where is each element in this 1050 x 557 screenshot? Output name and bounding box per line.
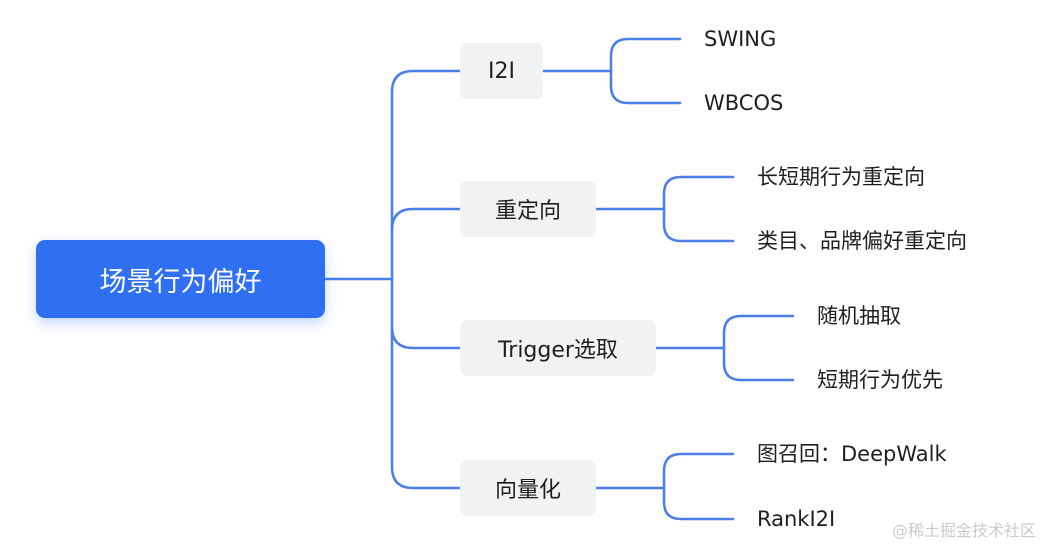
branch-label: I2I (488, 58, 515, 84)
connector-trigger-leaf-2 (722, 361, 795, 382)
connector-redirect-leaf-1 (662, 175, 735, 196)
branch-node-trigger[interactable]: Trigger选取 (460, 320, 656, 376)
leaf-node-swing[interactable]: SWING (704, 27, 777, 51)
leaf-node-long-short-redirect[interactable]: 长短期行为重定向 (757, 165, 925, 189)
leaf-node-category-brand-redirect[interactable]: 类目、品牌偏好重定向 (757, 229, 967, 253)
connector-vector-leaf-1 (662, 452, 735, 473)
branch-label: Trigger选取 (498, 338, 618, 363)
connector-i2i-leaf-2 (609, 84, 682, 105)
connector-i2i-leaf-1 (609, 37, 682, 58)
branch-label: 重定向 (494, 199, 561, 224)
leaf-node-short-term-priority[interactable]: 短期行为优先 (817, 368, 943, 392)
root-node[interactable]: 场景行为偏好 (36, 240, 325, 318)
root-label: 场景行为偏好 (99, 266, 262, 298)
connector-redirect-leaf-2 (662, 222, 735, 243)
connector-to-branch-redirect (390, 207, 462, 232)
leaf-node-random-sampling[interactable]: 随机抽取 (817, 304, 901, 328)
branch-node-redirect[interactable]: 重定向 (460, 181, 596, 237)
watermark-text: @稀土掘金技术社区 (891, 521, 1036, 540)
branch-node-i2i[interactable]: I2I (460, 43, 543, 99)
connector-vector-leaf-2 (662, 500, 735, 521)
connector-to-branch-trigger (390, 325, 462, 350)
connector-trigger-leaf-1 (722, 314, 795, 335)
connector-to-branch-i2i (390, 69, 462, 94)
connector-to-branch-vector (390, 465, 462, 490)
leaf-node-wbcos[interactable]: WBCOS (704, 91, 784, 115)
branch-node-vector[interactable]: 向量化 (460, 460, 596, 516)
branch-label: 向量化 (494, 478, 561, 503)
leaf-node-ranki2i[interactable]: RankI2I (757, 507, 836, 531)
leaf-node-deepwalk[interactable]: 图召回：DeepWalk (757, 442, 947, 466)
